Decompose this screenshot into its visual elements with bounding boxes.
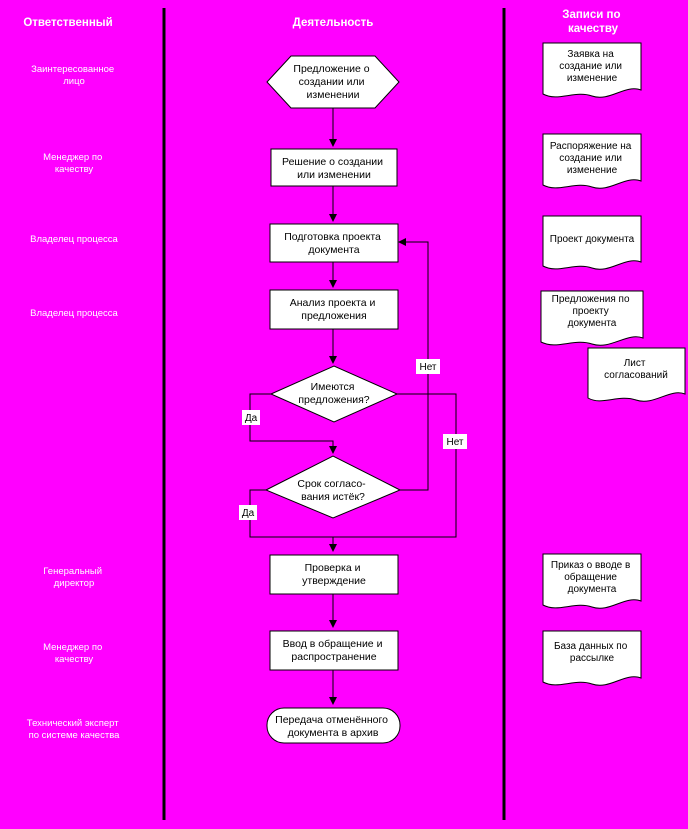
record-suggestions-label: Предложения по проекту документа [552, 294, 633, 329]
activity-archive-label: Передача отменённого документа в архив [275, 714, 391, 739]
record-request-label: Заявка на создание или изменение [559, 49, 625, 84]
decision-has-proposals-diamond [269, 365, 399, 423]
record-approval-sheet-document [587, 347, 686, 402]
activity-proposal-hexagon [266, 55, 400, 109]
header-responsible: Ответственный [23, 17, 112, 29]
activity-analysis-box [269, 289, 399, 330]
header-records: Записи по качеству [562, 9, 623, 35]
activity-preparation-box [269, 223, 399, 263]
record-approval-sheet-label: Лист согласований [604, 358, 668, 381]
decision-deadline-label: Срок согласо- вания истёк? [297, 478, 368, 503]
label-yes-2-bg [239, 505, 257, 520]
record-order-document [542, 133, 642, 189]
record-enact-order-document [542, 553, 642, 609]
activity-check-approve-label: Проверка и утверждение [302, 562, 366, 587]
activity-decision-label: Решение о создании или изменении [282, 156, 386, 181]
record-mailing-db-document [542, 630, 642, 686]
label-no-1-bg [416, 359, 440, 374]
label-no-2: Нет [446, 437, 463, 448]
record-mailing-db-label: База данных по рассылке [554, 641, 630, 664]
activity-check-approve-box [269, 554, 399, 595]
label-no-1: Нет [419, 362, 436, 373]
record-order-label: Распоряжение на создание или изменение [550, 141, 634, 176]
role-quality-manager-2: Менеджер по качеству [43, 642, 105, 665]
decision-has-proposals-label: Имеются предложения? [298, 381, 369, 406]
role-quality-manager-1: Менеджер по качеству [43, 152, 105, 175]
activity-introduce-box [269, 630, 399, 671]
label-yes-2: Да [242, 508, 255, 519]
role-interested-party: Заинтересованное лицо [31, 64, 117, 87]
edge-decision1-yes [249, 393, 337, 454]
activity-analysis-label: Анализ проекта и предложения [290, 297, 379, 322]
role-general-director: Генеральный директор [43, 566, 104, 589]
activity-proposal-label: Предложение о создании или изменении [293, 63, 372, 101]
activity-archive-terminal [266, 707, 401, 744]
header-activity: Деятельность [293, 17, 374, 29]
edge-decision1-no [250, 393, 457, 538]
edge-decision2-yes [249, 489, 337, 552]
record-enact-order-label: Приказ о вводе в обращение документа [551, 560, 633, 595]
activity-preparation-label: Подготовка проекта документа [284, 231, 384, 256]
record-request-document [542, 42, 642, 98]
activity-introduce-label: Ввод в обращение и распространение [283, 638, 386, 663]
role-process-owner-2: Владелец процесса [30, 308, 118, 319]
activity-decision-box [270, 148, 398, 187]
label-yes-1: Да [245, 413, 258, 424]
record-draft-label: Проект документа [550, 234, 635, 245]
label-no-2-bg [443, 434, 467, 449]
label-yes-1-bg [242, 410, 260, 425]
decision-deadline-diamond [264, 455, 402, 519]
role-technical-expert: Технический эксперт по системе качества [27, 718, 121, 741]
role-process-owner-1: Владелец процесса [30, 234, 118, 245]
record-draft-document [542, 215, 642, 270]
record-suggestions-document [540, 290, 644, 346]
